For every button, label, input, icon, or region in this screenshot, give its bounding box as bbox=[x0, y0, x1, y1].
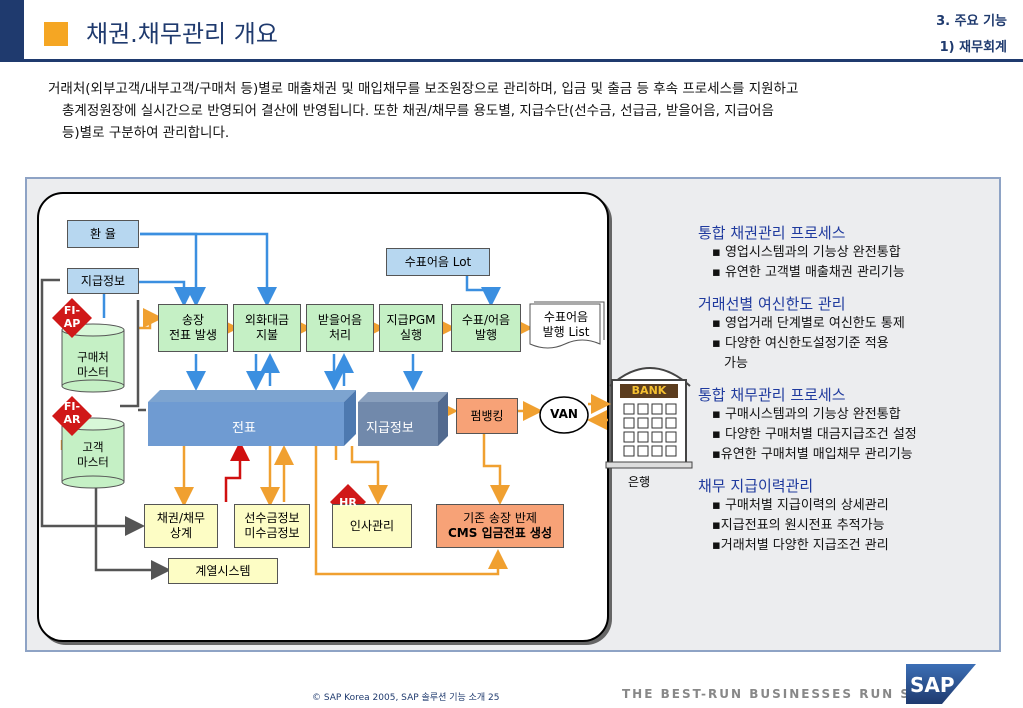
affiliate-system-box: 계열시스템 bbox=[168, 558, 278, 584]
van-oval bbox=[539, 396, 589, 434]
section-label: 3. 주요 기능 bbox=[936, 14, 1007, 29]
feature-item: ▪ 다양한 구매처별 대금지급조건 설정 bbox=[712, 427, 917, 442]
feature-item: ▪거래처별 다양한 지급조건 관리 bbox=[712, 538, 889, 553]
payment-info-slab-top bbox=[358, 392, 448, 402]
fi-ap-label: FI-AP bbox=[63, 304, 81, 330]
payment-info-box: 지급정보 bbox=[67, 268, 139, 294]
exchange-rate-label: 환 율 bbox=[90, 226, 116, 241]
feature-heading: 통합 채권관리 프로세스 bbox=[698, 224, 846, 242]
slogan: THE BEST-RUN BUSINESSES RUN SAP bbox=[622, 687, 934, 701]
process-arrows bbox=[60, 308, 611, 576]
feature-item: ▪ 유연한 고객별 매출채권 관리기능 bbox=[712, 265, 905, 280]
master-data-connectors bbox=[40, 278, 171, 580]
feature-item: ▪유연한 구매처별 매입채무 관리기능 bbox=[712, 447, 913, 462]
intro-line: 총계정원장에 실시간으로 반영되어 결산에 반영됩니다. 또한 채권/채무를 용… bbox=[62, 103, 774, 119]
check-list-document bbox=[529, 303, 601, 349]
sap-logo: SAP bbox=[906, 664, 976, 704]
bank-label: 은행 bbox=[628, 475, 651, 489]
hr-badge: HR bbox=[339, 496, 357, 509]
payment-info-label: 지급정보 bbox=[80, 273, 126, 288]
exchange-rate-box: 환 율 bbox=[67, 220, 139, 248]
vendor-master-cylinder bbox=[61, 323, 125, 393]
van-label: VAN bbox=[550, 407, 578, 421]
header-accent-bar bbox=[0, 0, 24, 62]
feature-heading: 채무 지급이력관리 bbox=[698, 477, 814, 495]
payment-info-slab bbox=[358, 402, 438, 446]
feature-heading: 통합 채무관리 프로세스 bbox=[698, 386, 846, 404]
bank-sign: BANK bbox=[631, 384, 667, 397]
voucher-slab-top bbox=[148, 390, 356, 402]
feature-item: ▪ 구매처별 지급이력의 상세관리 bbox=[712, 498, 889, 513]
feature-item: ▪지급전표의 원시전표 추적가능 bbox=[712, 518, 885, 533]
feature-item: ▪ 다양한 여신한도설정기준 적용 bbox=[712, 336, 889, 351]
bank-building-icon bbox=[605, 367, 693, 469]
header-band bbox=[0, 0, 1023, 62]
check-lot-box: 수표어음 Lot bbox=[386, 248, 490, 276]
feature-item: ▪ 영업시스템과의 기능상 완전통합 bbox=[712, 245, 901, 260]
header-square-icon bbox=[44, 22, 68, 46]
firm-banking-box: 펌뱅킹 bbox=[456, 398, 518, 434]
payment-info-slab-label: 지급정보 bbox=[366, 421, 414, 436]
advance-info-arrow bbox=[224, 441, 250, 502]
voucher-label: 전표 bbox=[232, 421, 256, 436]
fi-ar-diamond bbox=[52, 396, 92, 436]
voucher-slab-side bbox=[344, 390, 356, 446]
voucher-slab bbox=[148, 402, 344, 446]
svg-text:SAP: SAP bbox=[910, 673, 955, 697]
intro-line: 등)별로 구분하여 관리합니다. bbox=[62, 125, 230, 141]
feature-item: ▪ 영업거래 단계별로 여신한도 통제 bbox=[712, 316, 905, 331]
subsection-label: 1) 재무회계 bbox=[939, 40, 1007, 55]
fi-ar-label: FI-AR bbox=[63, 400, 81, 426]
feature-heading: 거래선별 여신한도 관리 bbox=[698, 295, 846, 313]
page-title: 채권.채무관리 개요 bbox=[86, 20, 278, 48]
copyright: © SAP Korea 2005, SAP 솔루션 기능 소개 25 bbox=[312, 693, 500, 703]
feature-item: 가능 bbox=[724, 356, 748, 371]
hr-box: 인사관리 bbox=[332, 504, 412, 548]
feature-list: 통합 채권관리 프로세스 ▪ 영업시스템과의 기능상 완전통합 ▪ 유연한 고객별 … bbox=[698, 218, 998, 556]
exchange-rate-arrows bbox=[102, 232, 501, 391]
intro-text: 거래처(외부고객/내부고객/구매처 등)별로 매출채권 및 매입채무를 보조원장… bbox=[48, 78, 983, 144]
payment-info-slab-side bbox=[438, 392, 448, 446]
fi-ap-diamond bbox=[52, 298, 92, 338]
intro-line: 거래처(외부고객/내부고객/구매처 등)별로 매출채권 및 매입채무를 보조원장… bbox=[48, 81, 799, 97]
feature-item: ▪ 구매시스템과의 기능상 완전통합 bbox=[712, 407, 901, 422]
